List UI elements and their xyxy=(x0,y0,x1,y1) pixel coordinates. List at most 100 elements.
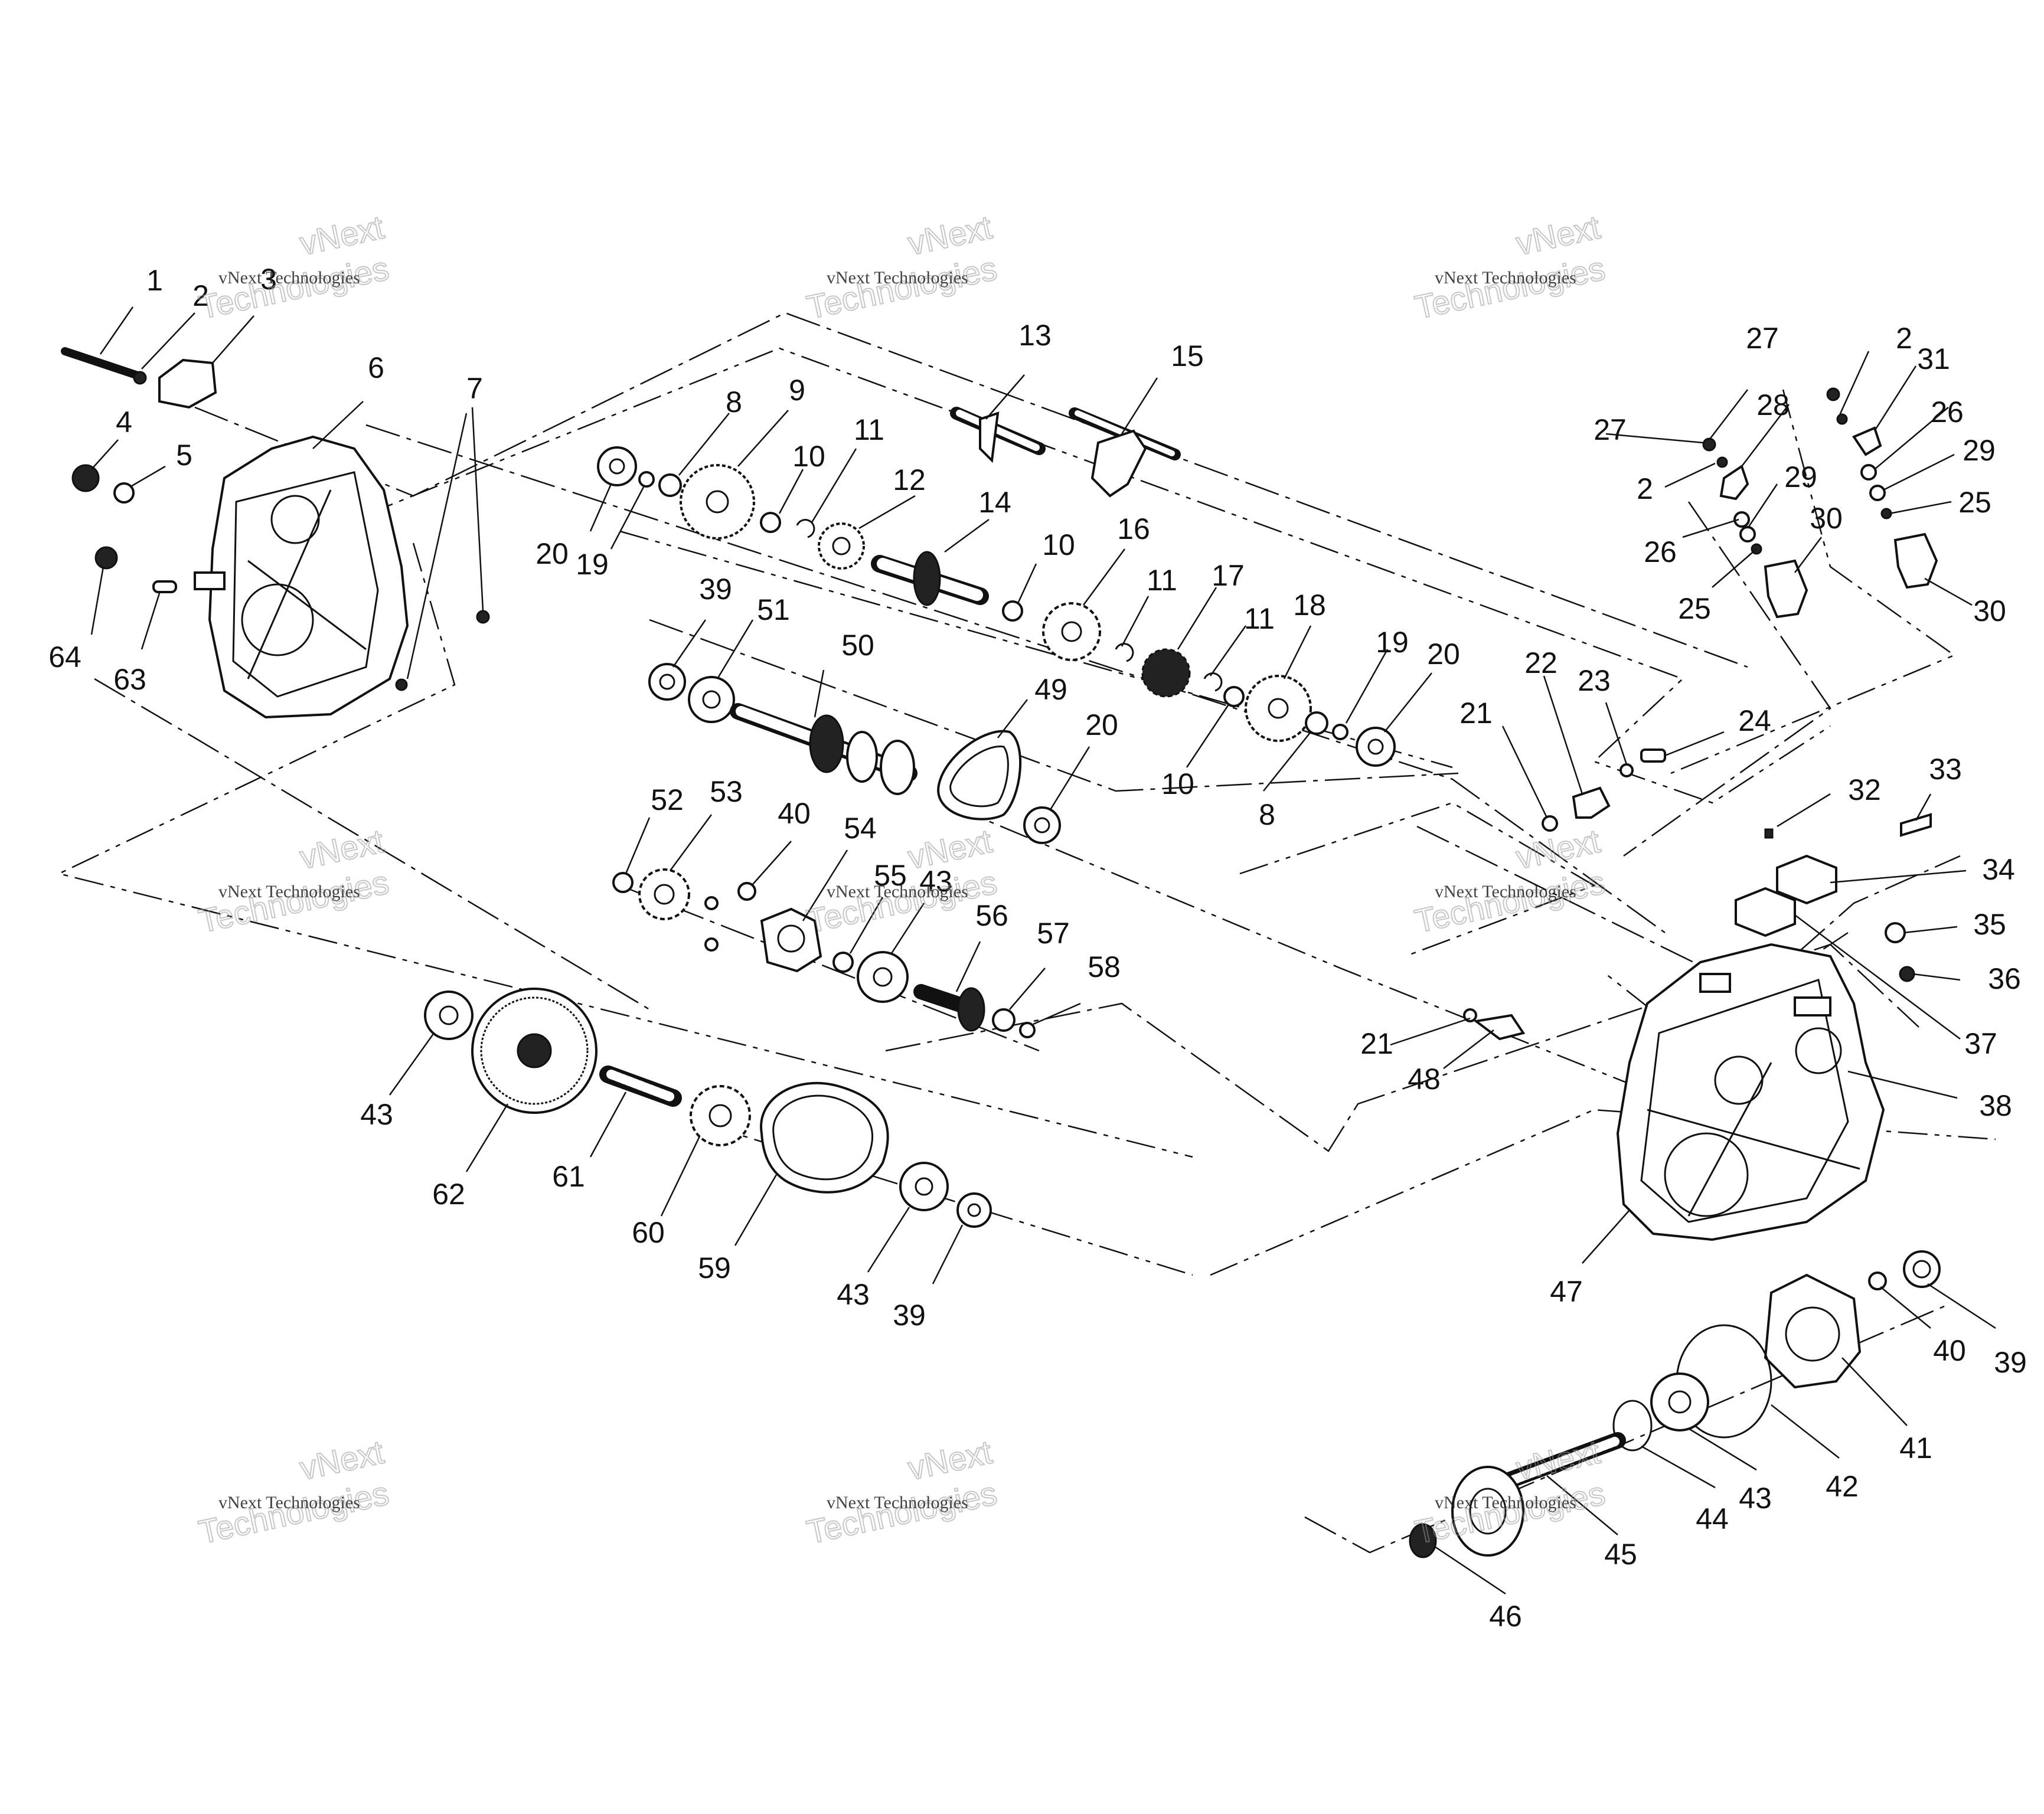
callout-43d: 43 xyxy=(1739,1482,1772,1515)
callout-34: 34 xyxy=(1982,853,2015,886)
part-7-dowel-b xyxy=(395,678,408,691)
callout-30: 30 xyxy=(1810,502,1843,535)
callout-15: 15 xyxy=(1171,339,1204,372)
callout-1: 1 xyxy=(146,264,163,297)
svg-text:vNext Technologies: vNext Technologies xyxy=(218,1493,360,1512)
callout-43b: 43 xyxy=(360,1098,393,1131)
callout-53: 53 xyxy=(710,775,743,808)
callout-33: 33 xyxy=(1929,753,1962,786)
callout-4: 4 xyxy=(116,406,132,439)
callout-55: 55 xyxy=(874,859,907,892)
callout-35: 35 xyxy=(1973,908,2006,941)
callout-38: 38 xyxy=(1979,1089,2012,1122)
part-57-bearing xyxy=(992,1008,1016,1032)
part-2-washer xyxy=(133,371,147,385)
callout-19b: 19 xyxy=(1376,626,1409,659)
callout-26b: 26 xyxy=(1644,535,1677,568)
callout-50: 50 xyxy=(841,629,874,662)
svg-text:vNext Technologies: vNext Technologies xyxy=(827,1493,968,1512)
callout-14: 14 xyxy=(978,486,1011,519)
callout-61: 61 xyxy=(552,1160,585,1193)
callout-21b: 21 xyxy=(1360,1027,1393,1060)
part-21-pin-b xyxy=(1463,1008,1477,1022)
part-45-axle-shaft xyxy=(1451,1432,1626,1557)
part-2-washer-c xyxy=(1836,413,1848,425)
part-61-pinion-shaft xyxy=(599,1065,682,1107)
callout-60: 60 xyxy=(632,1216,665,1249)
callout-29b: 29 xyxy=(1963,434,1996,467)
part-59-chain xyxy=(760,1081,889,1194)
callout-5: 5 xyxy=(176,439,192,472)
part-1-bolt xyxy=(61,347,140,379)
callout-24: 24 xyxy=(1738,704,1771,737)
callout-11b: 11 xyxy=(1147,564,1177,597)
svg-text:Technologies: Technologies xyxy=(195,249,392,326)
callout-54: 54 xyxy=(844,812,877,845)
part-27-nut-b xyxy=(1826,387,1840,401)
part-31-clip xyxy=(1852,426,1882,456)
callout-51: 51 xyxy=(757,593,790,626)
watermark-1: vNext Technologies vNext Technologies xyxy=(195,208,393,326)
part-39-seal xyxy=(1903,1250,1941,1288)
callout-22: 22 xyxy=(1524,646,1558,679)
callout-39c: 39 xyxy=(1994,1346,2027,1379)
part-18-gear xyxy=(1245,675,1312,742)
callout-39b: 39 xyxy=(893,1299,926,1332)
callout-2: 2 xyxy=(192,279,209,312)
part-35-plug xyxy=(1885,922,1906,943)
callout-58: 58 xyxy=(1088,950,1121,983)
part-56-gear xyxy=(913,984,985,1032)
callout-57: 57 xyxy=(1037,917,1070,950)
callout-26: 26 xyxy=(1931,396,1964,429)
svg-text:vNext Technologies: vNext Technologies xyxy=(827,268,968,287)
callout-13: 13 xyxy=(1018,319,1052,352)
part-39-bearing xyxy=(648,663,686,701)
callout-25: 25 xyxy=(1958,486,1991,519)
part-10-ring-b xyxy=(1002,600,1023,622)
callout-40b: 40 xyxy=(1933,1334,1966,1367)
callout-27: 27 xyxy=(1746,322,1779,355)
callout-30b: 30 xyxy=(1973,594,2006,627)
callout-44: 44 xyxy=(1696,1502,1729,1535)
part-9-gear xyxy=(680,464,755,540)
callout-10c: 10 xyxy=(1161,767,1194,800)
part-15-shift-fork xyxy=(1069,407,1181,498)
callout-12: 12 xyxy=(893,463,926,496)
watermark-4: vNext Technologies vNext Technologies xyxy=(195,822,393,940)
callout-20c: 20 xyxy=(1085,708,1118,741)
callout-6: 6 xyxy=(368,351,384,384)
watermark-7: vNext Technologies vNext Technologies xyxy=(195,1433,393,1551)
part-30-switch xyxy=(1764,559,1808,619)
part-20-bearing-b xyxy=(1356,727,1396,767)
part-16-sprocket xyxy=(1042,602,1101,661)
callout-10: 10 xyxy=(792,440,825,473)
callout-21: 21 xyxy=(1459,697,1493,730)
part-60-sprocket xyxy=(690,1085,751,1146)
callout-8: 8 xyxy=(726,385,742,419)
callout-32: 32 xyxy=(1848,773,1881,806)
part-28-clip xyxy=(1719,464,1749,501)
callout-23: 23 xyxy=(1578,664,1611,697)
svg-text:Technologies: Technologies xyxy=(804,1474,1000,1551)
part-50-output-shaft xyxy=(730,703,917,795)
part-24-plunger xyxy=(1640,749,1666,763)
part-13-shift-fork xyxy=(950,407,1046,463)
svg-text:Technologies: Technologies xyxy=(195,863,392,940)
callout-45: 45 xyxy=(1604,1538,1637,1571)
part-29-ring-b xyxy=(1869,485,1886,501)
part-21-pin xyxy=(1542,815,1558,832)
callout-18: 18 xyxy=(1293,589,1326,622)
watermark-2: vNext Technologies vNext Technologies xyxy=(803,208,1001,326)
callout-7: 7 xyxy=(466,372,483,405)
callout-8b: 8 xyxy=(1259,798,1275,831)
svg-text:vNext Technologies: vNext Technologies xyxy=(827,882,968,901)
part-10-ring xyxy=(760,512,781,533)
part-54-flange xyxy=(760,907,822,973)
callout-46: 46 xyxy=(1489,1600,1522,1633)
part-11-clip-c xyxy=(1203,672,1223,692)
part-43-bearing-d xyxy=(1650,1372,1709,1431)
svg-text:Technologies: Technologies xyxy=(1412,863,1608,940)
part-8-bearing-b xyxy=(1305,711,1328,735)
part-33-plate xyxy=(1900,813,1932,837)
callout-27b: 27 xyxy=(1594,413,1627,446)
